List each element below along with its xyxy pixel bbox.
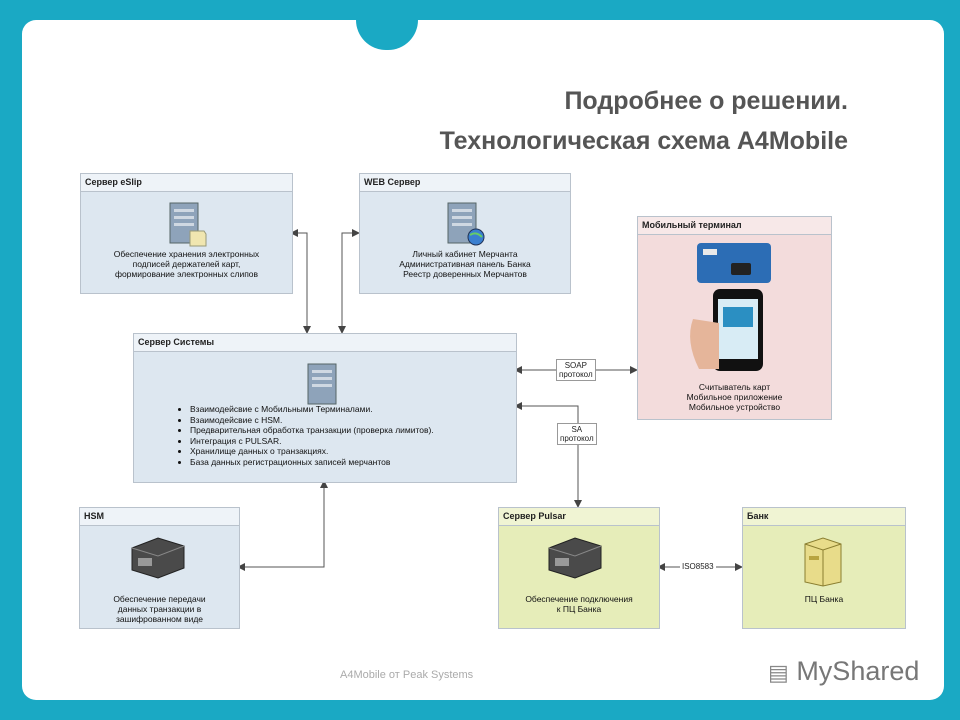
hsm-device-icon — [131, 537, 185, 579]
system-feature: База данных регистрационных записей мерч… — [190, 457, 434, 468]
system-feature: Взаимодейсвие с Мобильными Терминалами. — [190, 404, 434, 415]
node-eslip-header: Сервер eSlip — [81, 174, 292, 192]
system-feature: Предварительная обработка транзакции (пр… — [190, 425, 434, 436]
eslip-desc-3: формирование электронных слипов — [114, 269, 259, 279]
myshared-logo: ▤ MyShared — [768, 656, 920, 686]
mobile-desc-3: Мобильное устройство — [688, 402, 781, 412]
pulsar-desc-2: к ПЦ Банка — [556, 604, 602, 614]
soap-protocol-word: протокол — [559, 370, 593, 379]
title-line-2: Технологическая схема А4Mobile — [439, 127, 848, 155]
hsm-desc-3: зашифрованном виде — [115, 614, 204, 624]
server-icon — [169, 202, 207, 247]
sa-protocol-name: SA — [571, 425, 583, 434]
title-line-1: Подробнее о решении. — [564, 87, 848, 115]
node-web: WEB Сервер Личный кабинет Мерчанта Админ… — [359, 173, 571, 294]
hsm-desc-2: данных транзакции в — [117, 604, 202, 614]
soap-protocol-label: SOAP протокол — [556, 359, 596, 381]
pulsar-desc-1: Обеспечение подключения — [525, 594, 633, 604]
link-eslip-system — [290, 229, 311, 334]
mobile-terminal-icon — [690, 243, 771, 371]
mobile-desc-1: Считыватель карт — [698, 382, 771, 392]
iso8583-label: ISO8583 — [680, 562, 716, 571]
sa-protocol-label: SA протокол — [557, 423, 597, 445]
web-server-icon — [447, 202, 485, 246]
bank-server-icon — [804, 537, 842, 587]
node-bank: Банк ПЦ Банка — [742, 507, 906, 629]
footer-text: A4Mobile от Peak Systems — [340, 669, 474, 681]
system-feature: Взаимодейсвие с HSM. — [190, 415, 434, 426]
logo-text: MyShared — [796, 656, 920, 686]
bank-desc-1: ПЦ Банка — [804, 594, 844, 604]
link-web-system — [338, 229, 360, 334]
mobile-desc-2: Мобильное приложение — [686, 392, 783, 402]
node-pulsar: Сервер Pulsar Обеспечение подключения к … — [498, 507, 660, 629]
eslip-desc-2: подписей держателей карт, — [132, 259, 241, 269]
node-eslip: Сервер eSlip Обеспечение хранения электр… — [80, 173, 293, 294]
sa-protocol-word: протокол — [560, 434, 594, 443]
node-hsm-header: HSM — [80, 508, 239, 526]
system-feature-list: Взаимодейсвие с Мобильными Терминалами. … — [174, 404, 434, 467]
pulsar-server-icon — [548, 537, 602, 579]
eslip-desc-1: Обеспечение хранения электронных — [113, 249, 260, 259]
hsm-desc-1: Обеспечение передачи — [113, 594, 206, 604]
web-desc-2: Административная панель Банка — [399, 259, 531, 269]
web-desc-3: Реестр доверенных Мерчантов — [403, 269, 527, 279]
node-system-header: Сервер Системы — [134, 334, 516, 352]
node-web-header: WEB Сервер — [360, 174, 570, 192]
system-server-icon — [307, 363, 337, 405]
system-feature: Интеграция с PULSAR. — [190, 436, 434, 447]
node-mobile: Мобильный терминал Считыватель карт Моби… — [637, 216, 832, 420]
system-feature: Хранилище данных о транзакциях. — [190, 446, 434, 457]
web-desc-1: Личный кабинет Мерчанта — [412, 249, 518, 259]
link-hsm-system — [237, 480, 328, 571]
node-system: Сервер Системы Взаимодейсвие с Мобильным… — [133, 333, 517, 483]
link-system-pulsar — [514, 402, 582, 508]
node-pulsar-header: Сервер Pulsar — [499, 508, 659, 526]
node-hsm: HSM Обеспечение передачи данных транзакц… — [79, 507, 240, 629]
node-bank-header: Банк — [743, 508, 905, 526]
soap-protocol-name: SOAP — [564, 361, 587, 370]
node-mobile-header: Мобильный терминал — [638, 217, 831, 235]
